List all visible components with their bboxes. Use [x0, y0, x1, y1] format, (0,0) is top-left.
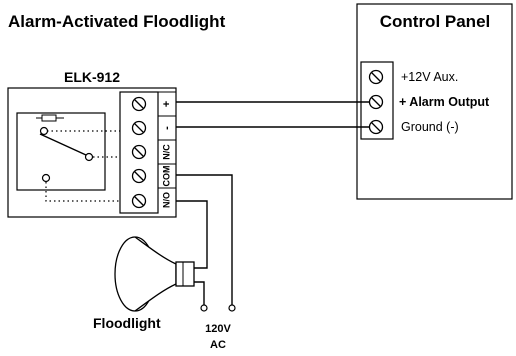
no-internal-link	[45, 182, 131, 202]
screw-terminal-icon	[368, 69, 384, 85]
relay-terminal-no-label: N/O	[161, 192, 171, 208]
relay-terminal-nc-label: N/C	[161, 144, 171, 160]
screw-terminal-icon	[131, 144, 147, 160]
power-voltage-label: 120V	[205, 323, 231, 335]
control-panel: Control Panel +12V Aux. + Alarm Output G…	[356, 3, 513, 200]
wire-no-to-floodlight	[176, 200, 208, 269]
panel-terminal-alarm-output-label: + Alarm Output	[399, 95, 490, 109]
screw-terminal-icon	[368, 119, 384, 135]
screw-terminal-icon	[131, 193, 147, 209]
wire-com-to-ac	[176, 174, 233, 305]
relay-module: ELK-912	[7, 69, 177, 218]
wire-floodlight-to-ac	[194, 281, 205, 305]
ac-terminal-icon	[200, 304, 208, 312]
diagram-title: Alarm-Activated Floodlight	[8, 12, 226, 31]
screw-terminal-icon	[131, 120, 147, 136]
floodlight-label: Floodlight	[93, 315, 161, 331]
relay-switch-icon	[39, 126, 94, 183]
panel-terminal-ground-label: Ground (-)	[401, 120, 459, 134]
relay-terminal-minus-label: -	[161, 126, 173, 130]
screw-terminal-icon	[131, 168, 147, 184]
relay-name: ELK-912	[64, 69, 120, 85]
floodlight-icon	[114, 236, 195, 312]
relay-coil-box	[16, 112, 106, 191]
screw-terminal-icon	[368, 94, 384, 110]
power-type-label: AC	[210, 339, 226, 351]
panel-terminal-aux-label: +12V Aux.	[401, 70, 458, 84]
relay-terminal-plus-label: +	[161, 101, 173, 107]
resistor-icon	[36, 114, 64, 122]
ac-terminal-icon	[228, 304, 236, 312]
screw-terminal-icon	[131, 96, 147, 112]
control-panel-title: Control Panel	[380, 12, 491, 31]
relay-terminal-com-label: COM	[161, 166, 171, 187]
